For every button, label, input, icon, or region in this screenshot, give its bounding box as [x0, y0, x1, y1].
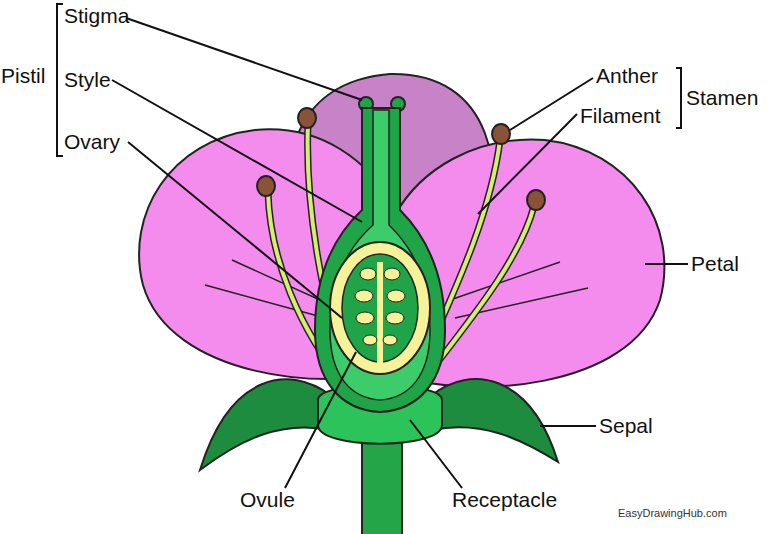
leader-lines	[57, 4, 688, 488]
part-label: Style	[64, 68, 111, 91]
ovule	[384, 268, 400, 280]
ovule	[383, 335, 397, 345]
stamen-bracket	[676, 68, 681, 128]
anther	[298, 108, 316, 128]
leader-line	[285, 352, 356, 488]
leader-line	[478, 114, 577, 214]
ovule	[363, 335, 377, 345]
placenta	[377, 262, 383, 364]
part-label: Ovule	[240, 488, 295, 511]
leader-line	[410, 420, 462, 488]
anther	[257, 176, 275, 196]
anther	[492, 124, 510, 144]
part-label: Stigma	[64, 4, 129, 27]
ovary-chamber	[330, 242, 430, 374]
part-label: Receptacle	[452, 488, 557, 511]
part-label: Ovary	[64, 130, 120, 153]
petal-vein	[450, 262, 588, 318]
leader-line	[540, 425, 596, 427]
part-label: Petal	[691, 252, 739, 275]
pistil-body	[315, 108, 445, 412]
leader-line	[126, 18, 362, 100]
leader-line	[128, 142, 342, 318]
right-sepal	[432, 379, 558, 462]
left-sepal	[200, 379, 330, 470]
ovule	[360, 268, 376, 280]
part-label: Anther	[596, 64, 658, 87]
anther	[527, 190, 545, 210]
group-label: Pistil	[1, 64, 45, 87]
watermark: EasyDrawingHub.com	[618, 507, 727, 519]
ovule	[356, 312, 374, 324]
petal-vein	[205, 260, 320, 316]
ovule	[387, 290, 405, 302]
part-label: Filament	[580, 104, 661, 127]
ovule	[355, 290, 373, 302]
group-label: Stamen	[686, 86, 758, 109]
part-label: Sepal	[599, 414, 653, 437]
style-channel	[330, 110, 430, 400]
leader-line	[112, 80, 362, 222]
leader-line	[645, 263, 688, 265]
ovules	[355, 268, 405, 345]
ovule	[386, 312, 404, 324]
pistil-bracket	[57, 4, 63, 156]
